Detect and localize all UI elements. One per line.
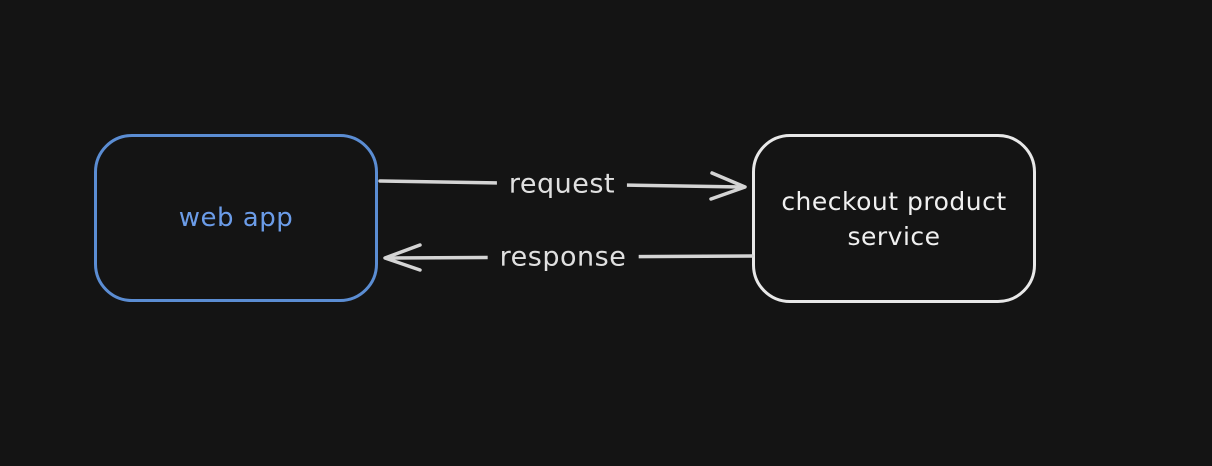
edge-request-arrowhead-icon <box>709 171 747 201</box>
node-web-app[interactable]: web app <box>94 134 378 302</box>
edge-request-label[interactable]: request <box>496 168 628 200</box>
node-checkout-product-service[interactable]: checkout product service <box>752 134 1036 303</box>
edge-response-label[interactable]: response <box>487 241 639 273</box>
node-checkout-product-service-label: checkout product service <box>781 186 1007 251</box>
edge-response-arrowhead-icon <box>383 243 422 272</box>
node-web-app-label: web app <box>178 203 294 233</box>
